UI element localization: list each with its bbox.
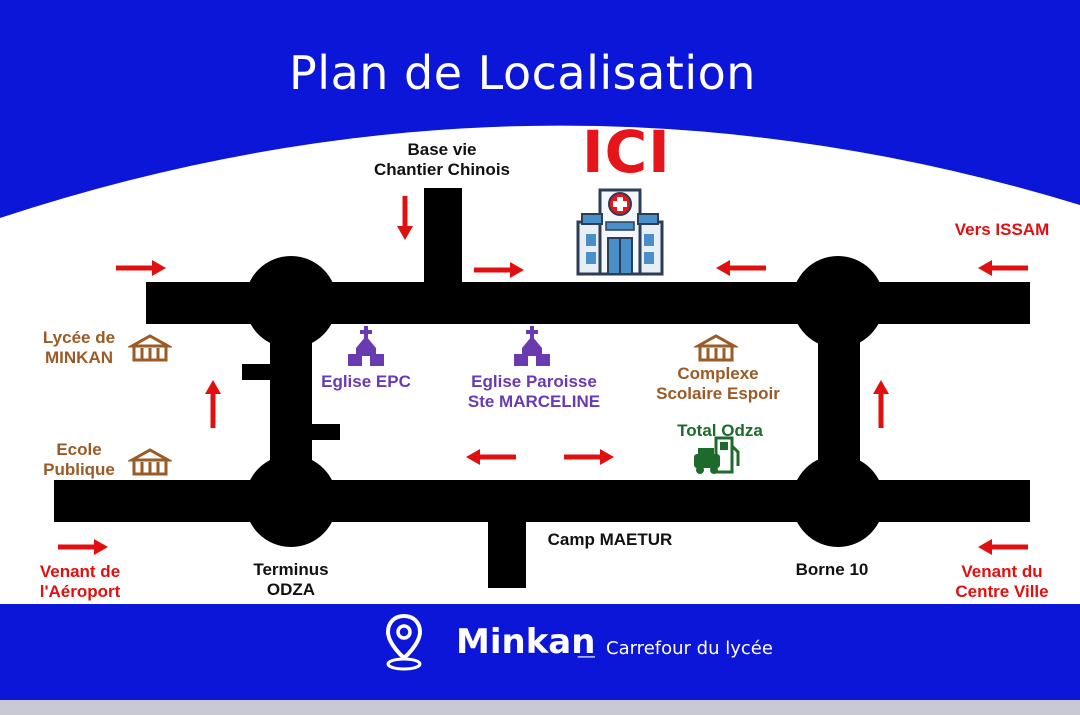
label-venant-aeroport: Venant de l'Aéroport [20,562,140,602]
page-title: Plan de Localisation [289,46,756,100]
road-stub-lower [306,424,340,440]
label-eglise-paroisse: Eglise Paroisse Ste MARCELINE [444,372,624,412]
arrow-icon [116,260,166,276]
roundabout-borne-10 [792,455,884,547]
arrow-icon [978,260,1028,276]
label-eglise-epc: Eglise EPC [321,372,411,391]
label-terminus-line1: Terminus [253,560,329,579]
arrow-icon [58,539,108,555]
label-ecole-line2: Publique [43,460,115,479]
school-icon [694,334,738,362]
label-complexe-line1: Complexe [677,364,759,383]
label-complexe-line2: Scolaire Espoir [656,384,780,403]
road-stub-upper [242,364,276,380]
label-lycee-line2: MINKAN [45,348,113,367]
label-total-odza: Total Odza [677,421,763,440]
arrow-icon [397,196,413,240]
label-venant-aeroport-line1: Venant de [39,562,121,581]
label-vers-issam: Vers ISSAM [954,220,1050,239]
label-venant-centre-line1: Venant du [961,562,1043,581]
arrow-icon [978,539,1028,555]
label-base-vie: Base vie Chantier Chinois [350,140,534,180]
label-venant-aeroport-line2: l'Aéroport [39,582,121,601]
school-icon [128,334,172,362]
road-camp-maetur [488,505,526,588]
label-lycee-line1: Lycée de [42,328,116,347]
school-icon [128,448,172,476]
label-eglise-paroisse-line2: Ste MARCELINE [467,392,601,411]
label-terminus-odza: Terminus ODZA [220,560,362,600]
arrow-icon [474,262,524,278]
roundabout-top-right [792,256,884,348]
footer-place: Minkan [456,622,596,662]
ici-marker: ICI [582,118,671,186]
gas-station-icon [694,436,740,474]
label-venant-centre: Venant du Centre Ville [940,562,1064,602]
label-base-vie-line2: Chantier Chinois [373,160,510,179]
label-ecole-line1: Ecole [56,440,102,459]
arrow-icon [716,260,766,276]
arrow-icon [466,449,516,465]
roundabout-terminus-odza [245,455,337,547]
arrow-icon [873,380,889,428]
label-camp-maetur: Camp MAETUR [547,530,673,549]
road-base-vie [424,188,462,298]
arrow-icon [564,449,614,465]
label-lycee-minkan: Lycée de MINKAN [24,328,134,368]
footer-separator: _ [578,628,595,661]
roundabout-top-left [245,256,337,348]
label-borne-10: Borne 10 [795,560,869,579]
footer-subtitle: Carrefour du lycée [606,638,773,659]
arrow-icon [205,380,221,428]
label-eglise-paroisse-line1: Eglise Paroisse [471,372,597,391]
church-icon [348,326,384,366]
location-pin-icon [385,613,423,671]
label-terminus-line2: ODZA [266,580,316,599]
label-venant-centre-line2: Centre Ville [955,582,1049,601]
hospital-icon [576,188,664,276]
church-icon [514,326,550,366]
label-complexe-scolaire: Complexe Scolaire Espoir [640,364,796,404]
label-base-vie-line1: Base vie [407,140,477,159]
label-ecole-publique: Ecole Publique [24,440,134,480]
